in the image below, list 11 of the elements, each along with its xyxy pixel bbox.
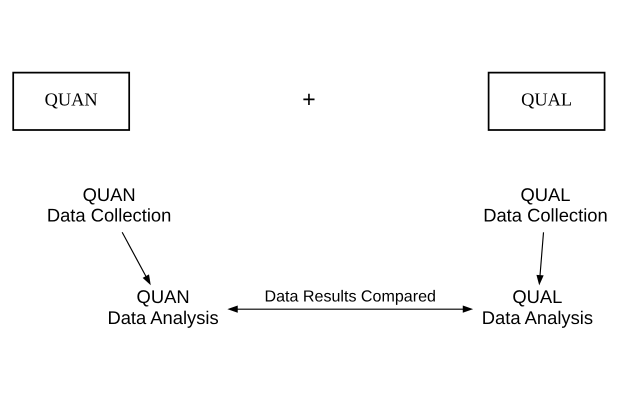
arrow: [122, 232, 151, 286]
node-text: QUAN Data Analysis: [107, 286, 219, 328]
edge-label: Data Results Compared: [264, 287, 436, 306]
node-text: QUAN Data Collection: [46, 184, 172, 226]
node-box: QUAL: [488, 72, 606, 131]
node-text: QUAL Data Collection: [483, 184, 608, 226]
node-box: QUAN: [12, 72, 130, 131]
arrow: [536, 232, 544, 286]
node-text: QUAL Data Analysis: [482, 286, 594, 328]
label: +: [302, 86, 316, 112]
arrow: [227, 306, 474, 313]
